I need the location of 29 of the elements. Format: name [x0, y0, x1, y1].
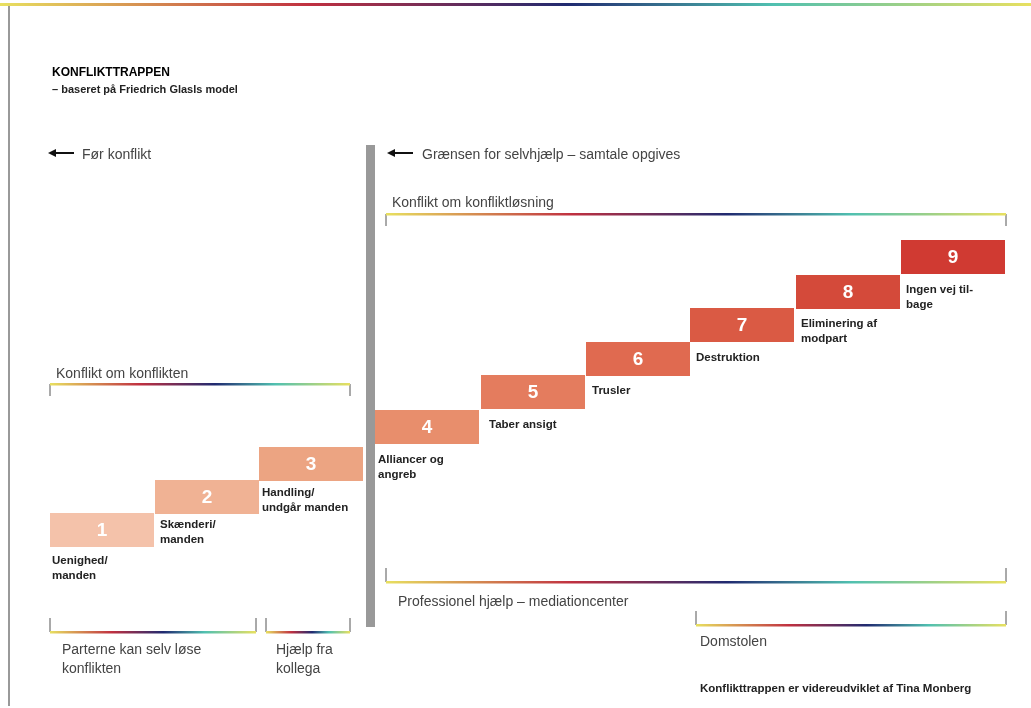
step-box: 1	[50, 513, 154, 547]
step-label: Eliminering af modpart	[801, 316, 879, 346]
caption: Konflikttrappen er videreudviklet af Tina Monberg	[700, 682, 972, 694]
step-box: 7	[690, 308, 794, 342]
step-label: Skænderi/ manden	[160, 517, 217, 547]
step-label: Destruktion	[696, 350, 761, 365]
step-box: 6	[586, 342, 690, 376]
step-box: 2	[155, 480, 259, 514]
step-label: Handling/ undgår manden	[262, 485, 350, 515]
step-label: Alliancer og angreb	[378, 452, 445, 482]
bracket-label: Konflikt om konfliktløsning	[392, 193, 554, 212]
bracket-label: Parterne kan selv løse konflikten	[62, 640, 203, 678]
step-label: Trusler	[592, 383, 632, 398]
bracket-label: Konflikt om konflikten	[56, 364, 189, 383]
bracket-label: Domstolen	[700, 632, 767, 651]
step-label: Uenighed/ manden	[52, 553, 109, 583]
step-label: Ingen vej til- bage	[906, 282, 975, 312]
step-box: 5	[481, 375, 585, 409]
step-box: 3	[259, 447, 363, 481]
step-box: 8	[796, 275, 900, 309]
step-box: 9	[901, 240, 1005, 274]
subtitle: – baseret på Friedrich Glasls model	[52, 82, 238, 97]
bracket-label: Professionel hjælp – mediationcenter	[398, 592, 629, 611]
title: KONFLIKTTRAPPEN	[52, 65, 170, 79]
annotation: Før konflikt	[82, 145, 152, 164]
step-label: Taber ansigt	[489, 417, 558, 432]
bracket-label: Hjælp fra kollega	[276, 640, 334, 678]
annotation: Grænsen for selvhjælp – samtale opgives	[422, 145, 681, 164]
step-box: 4	[375, 410, 479, 444]
